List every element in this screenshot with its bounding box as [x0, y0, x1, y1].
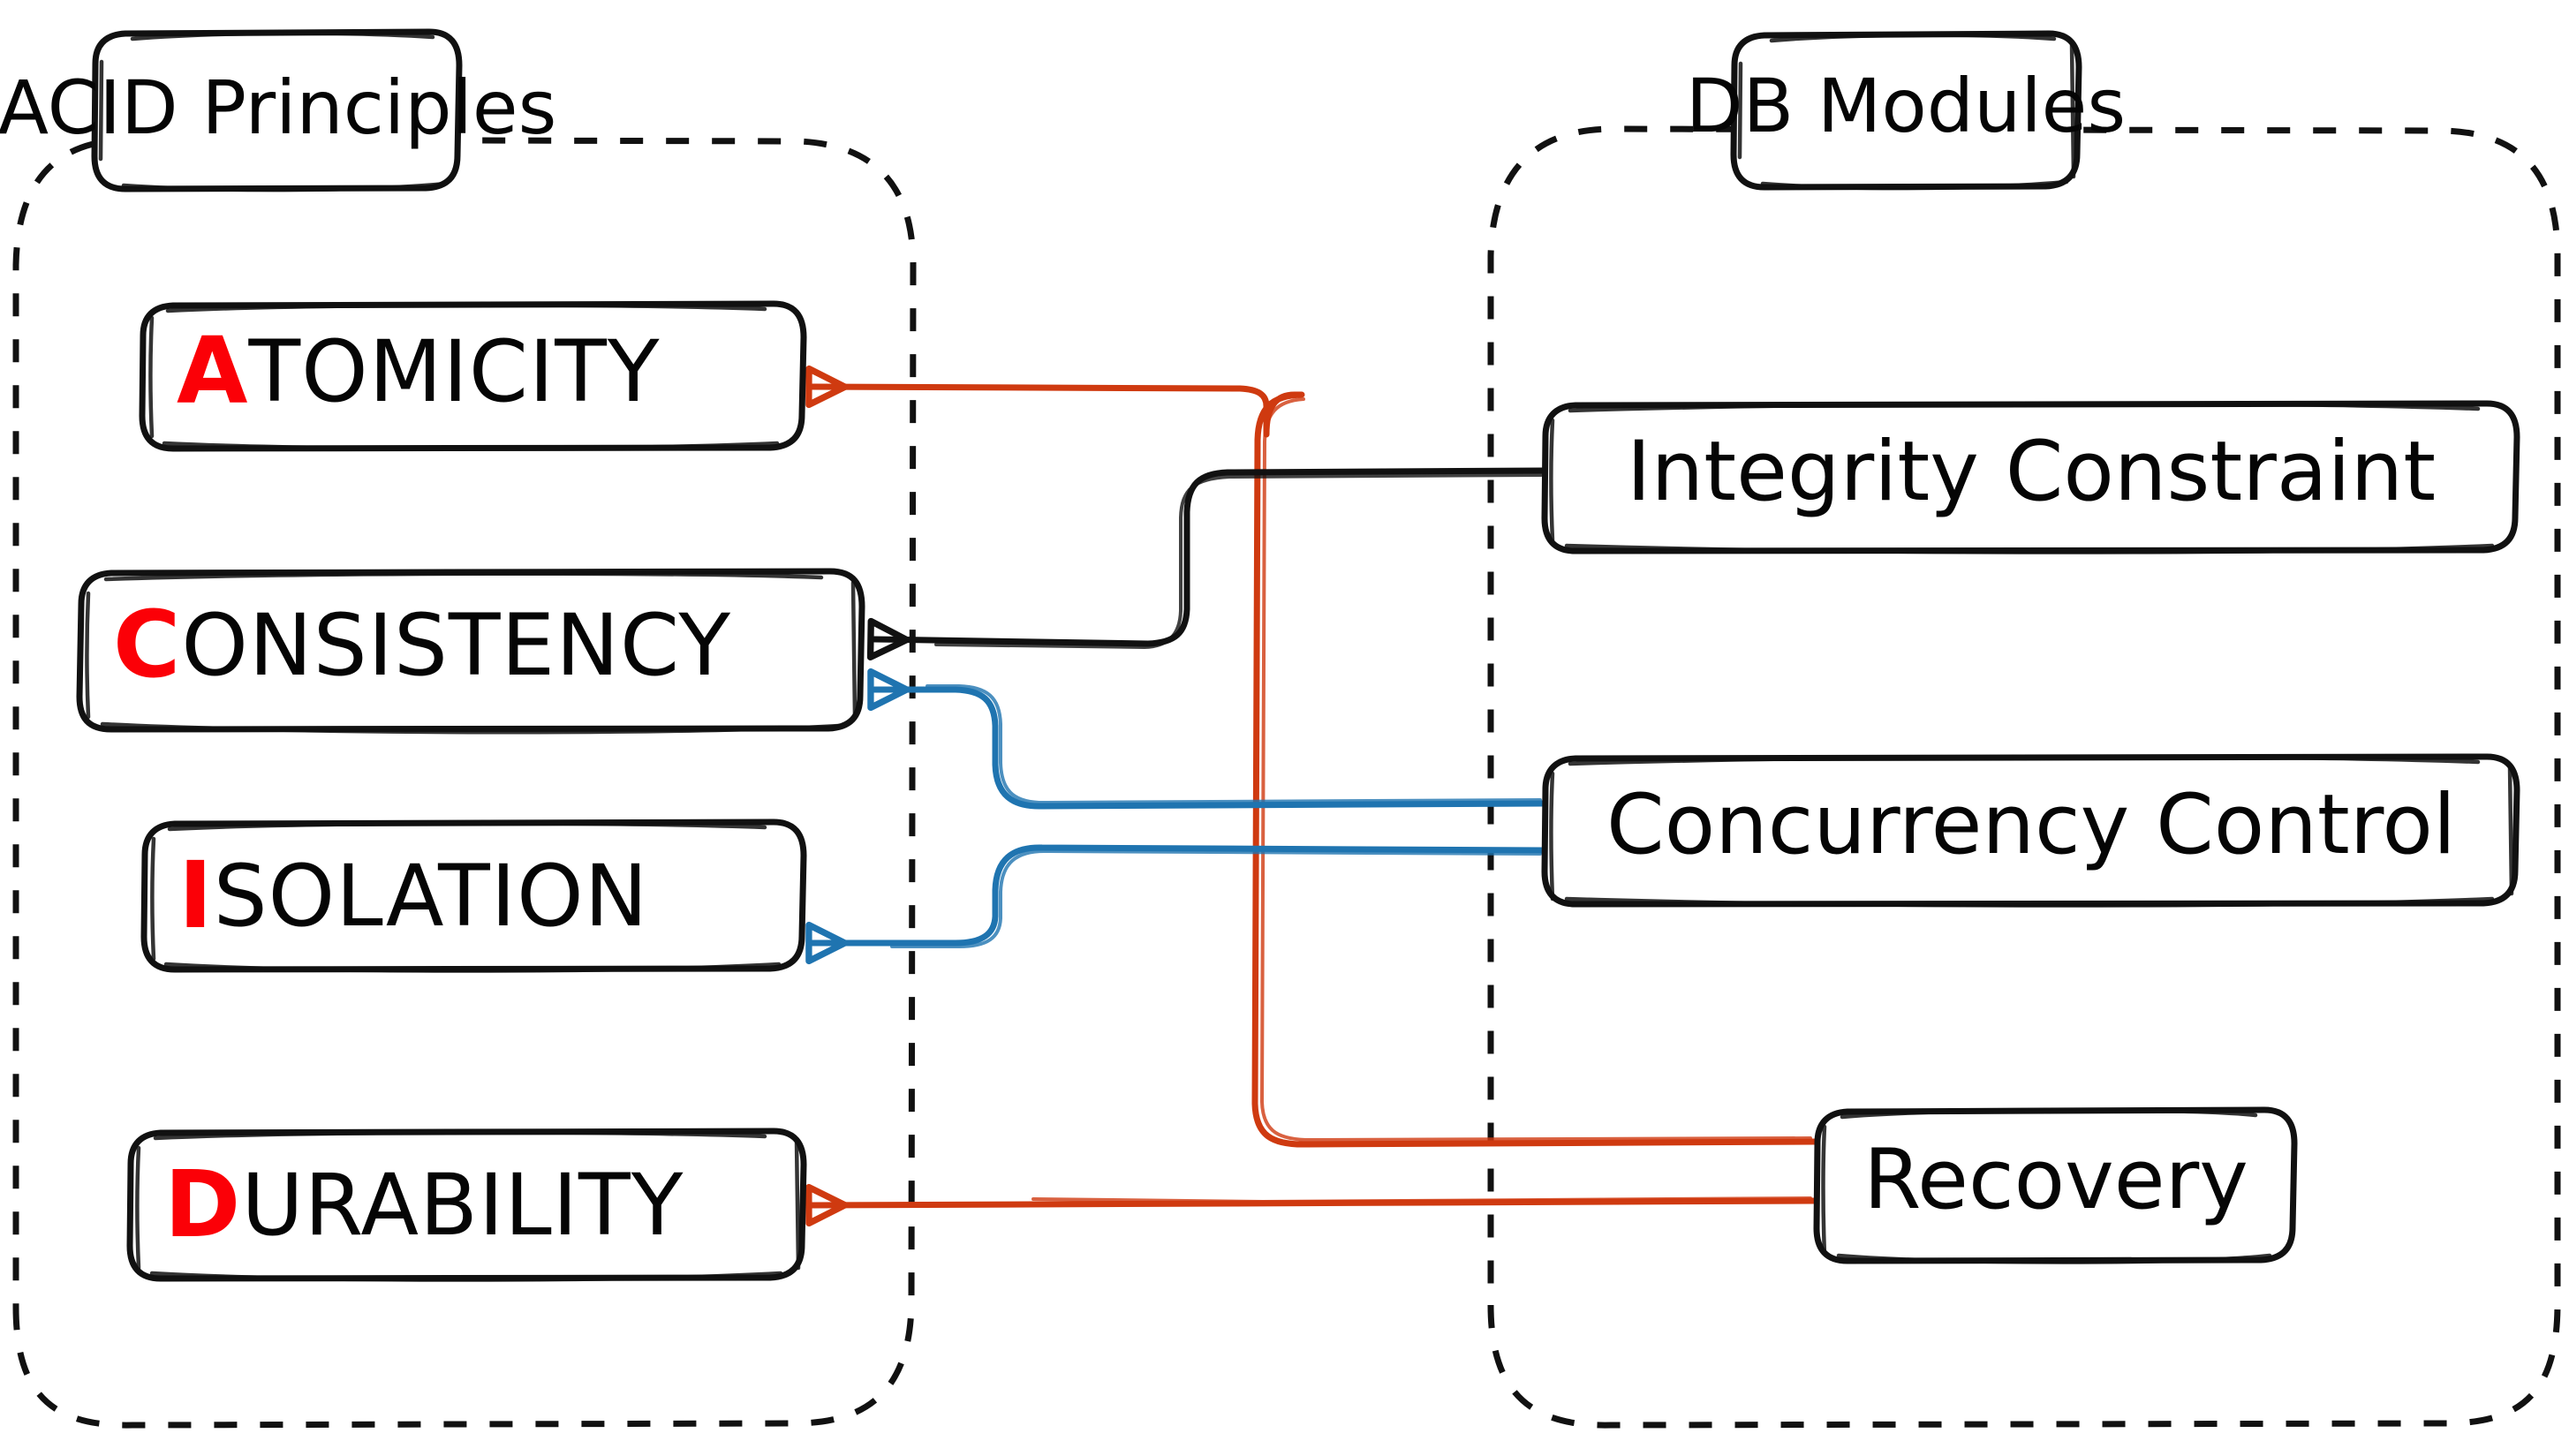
db-label-recovery: Recovery — [1863, 1132, 2248, 1228]
connector-recovery-to-durability — [805, 1183, 1818, 1227]
db-box-integrity-constraint[interactable] — [1541, 400, 2520, 554]
db-label-concurrency-control: Concurrency Control — [1606, 777, 2456, 873]
acid-rest-durability: URABILITY — [241, 1156, 684, 1255]
connector-integrity-to-consistency — [866, 467, 1547, 661]
acid-rest-isolation: SOLATION — [214, 847, 649, 946]
db-group-title-box — [1730, 30, 2082, 191]
connector-concurrency-to-isolation — [805, 844, 1547, 965]
acid-rest-atomicity: TOMICITY — [248, 322, 661, 421]
acid-label-atomicity: ATOMICITY — [177, 317, 660, 425]
acid-box-consistency[interactable] — [76, 568, 865, 735]
acid-initial-atomicity: A — [177, 317, 249, 425]
acid-rest-consistency: ONSISTENCY — [181, 596, 731, 695]
acid-initial-durability: D — [164, 1150, 241, 1258]
acid-label-isolation: ISOLATION — [178, 841, 648, 949]
db-box-recovery[interactable] — [1813, 1106, 2298, 1264]
db-group-title: DB Modules — [1686, 63, 2126, 149]
acid-label-consistency: CONSISTENCY — [113, 591, 731, 698]
acid-initial-consistency: C — [113, 591, 181, 698]
db-box-concurrency-control[interactable] — [1541, 753, 2520, 908]
connector-recovery-to-atomicity — [805, 365, 1818, 1148]
connector-concurrency-to-consistency — [867, 668, 1547, 810]
db-label-integrity-constraint: Integrity Constraint — [1627, 424, 2436, 520]
acid-box-durability[interactable] — [126, 1128, 807, 1282]
acid-label-durability: DURABILITY — [164, 1150, 684, 1258]
acid-box-isolation[interactable] — [140, 819, 807, 973]
acid-group-title-box — [91, 28, 463, 192]
acid-box-atomicity[interactable] — [139, 300, 807, 452]
acid-initial-isolation: I — [178, 841, 214, 949]
db-group-container — [1487, 125, 2561, 1429]
acid-group-title: ACID Principles — [0, 64, 556, 151]
acid-group-container — [12, 136, 917, 1429]
